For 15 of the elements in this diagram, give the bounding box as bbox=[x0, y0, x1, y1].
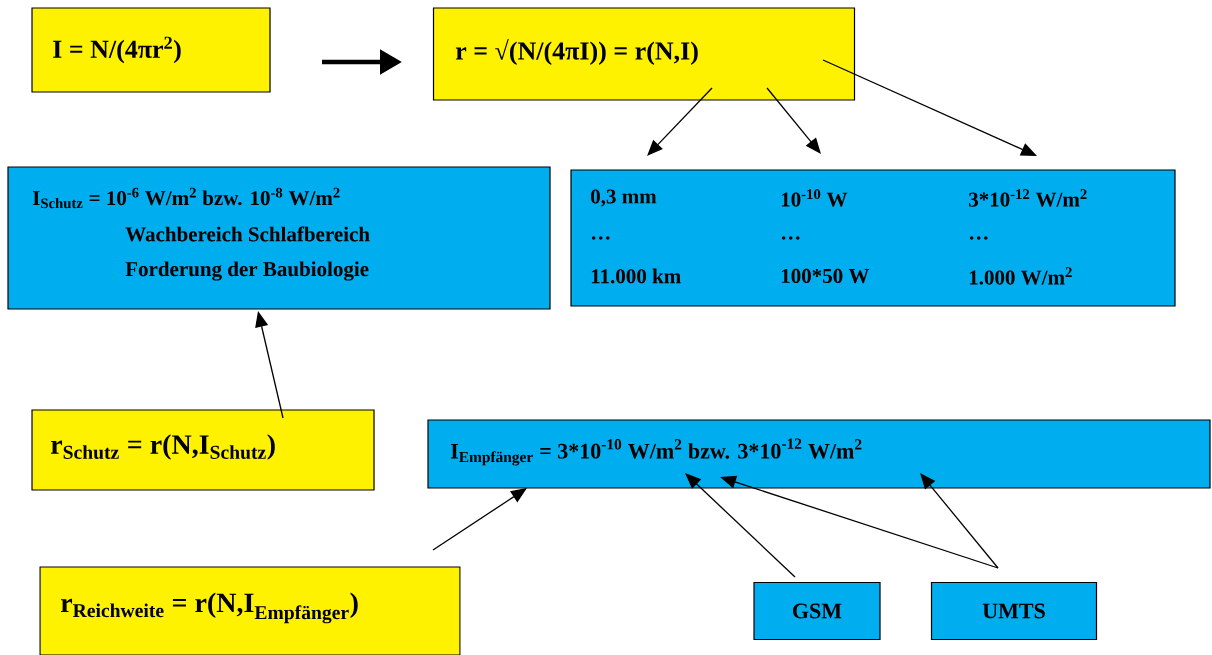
formula-box: r$_{Schutz}$ = r(N,I$_{Schutz}$) bbox=[31, 409, 375, 491]
table-box: 0,3 mm 10$^{-10}$ W 3*10$^{-12}$ W/m$^{2}$ … … … 11.000 km 100*50 W 1.000 W/m$^{2}$ bbox=[570, 169, 1176, 307]
label-box: GSM bbox=[753, 581, 881, 641]
formula-box: r = √(N/(4πI)) = r(N,I) bbox=[432, 7, 856, 101]
formula-box: $\textbf{I}_{\textbf{Empfänger}}\textbf{ = 3*10}^{\textbf{-10}}\textbf{ W/m}^{\textbf{2}}\textbf{ bzw. 3*10}^{\textbf{-12}}\textbf{ W/m}^{\textbf{2}}$ bbox=[427, 419, 1211, 489]
arrow bbox=[920, 473, 999, 569]
text-box: I$_{Schutz}$ = 10$^{-6}$ W/m$^{2}$ bzw. 10$^{-8}$ W/m$^{2}$ Wachbereich Schlafbereich Forderung der Baubiologie bbox=[7, 166, 551, 310]
arrow bbox=[647, 87, 713, 156]
formula-box: $\textbf{r}_{\textbf{Reichweite}}\textbf{ = r(N,I}_{\textbf{Empfänger}}\textbf{)}$ bbox=[39, 566, 461, 655]
arrow bbox=[822, 59, 1037, 156]
label-box: UMTS bbox=[930, 581, 1098, 641]
arrow bbox=[685, 473, 796, 578]
arrow bbox=[432, 488, 527, 551]
arrow bbox=[766, 87, 821, 154]
formula-box: I = N/(4πr$^{2}$) bbox=[31, 7, 271, 93]
